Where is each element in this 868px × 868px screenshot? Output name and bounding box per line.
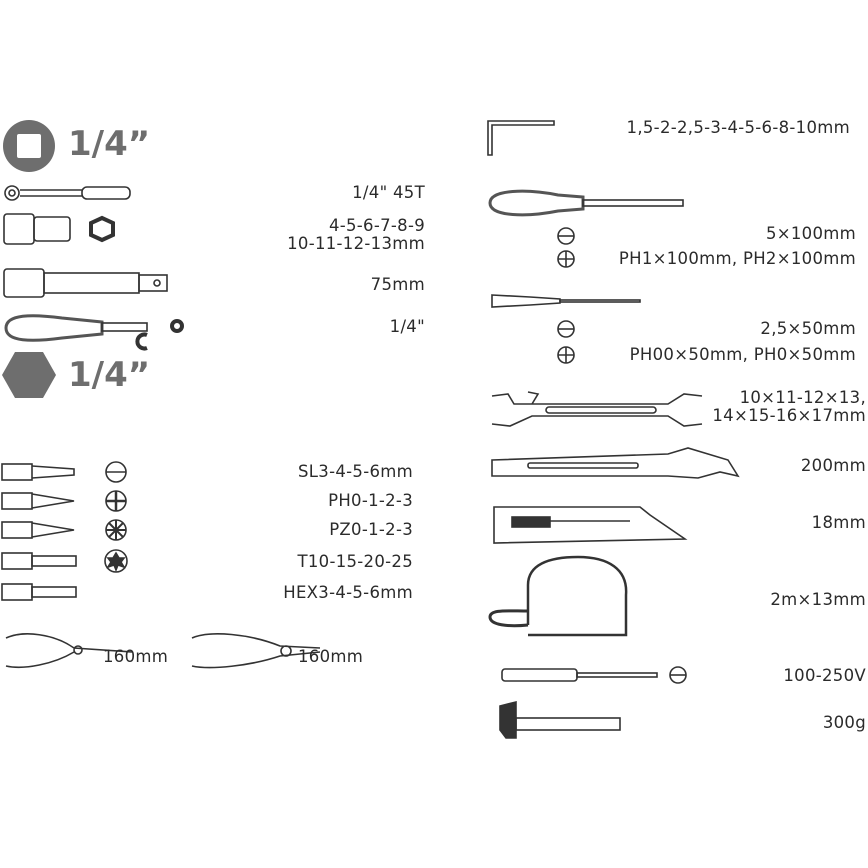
pozidriv-bit-spec: PZ0-1-2-3 — [329, 520, 413, 539]
phillips-icon — [557, 250, 575, 268]
extension-bar-icon — [3, 268, 168, 298]
ratchet-icon — [4, 185, 131, 201]
extension-spec: 75mm — [370, 275, 425, 294]
hammer-spec: 300g — [822, 713, 866, 732]
wrench-spec-line-2: 14×15-16×17mm — [712, 406, 866, 425]
slotted-icon — [557, 320, 575, 338]
socket-spec-line-2: 10-11-12-13mm — [287, 234, 425, 253]
precision-screwdriver-icon — [491, 294, 641, 308]
hex-drive-icon — [2, 352, 56, 398]
hex-key-icon — [487, 120, 555, 156]
utility-knife-spec: 18mm — [811, 513, 866, 532]
slotted-bit-spec: SL3-4-5-6mm — [298, 462, 413, 481]
adjustable-wrench-spec: 200mm — [800, 456, 866, 475]
ratchet-spec: 1/4" 45T — [352, 183, 425, 202]
voltage-tester-icon — [501, 666, 687, 684]
tape-measure-spec: 2m×13mm — [770, 590, 866, 609]
voltage-tester-spec: 100-250V — [783, 666, 866, 685]
hex-bit-icon — [1, 583, 77, 601]
bit-holder-spec: 1/4" — [389, 317, 425, 336]
square-drive-icon — [3, 120, 55, 172]
torx-bit-icon — [1, 549, 128, 573]
socket-drive-size: 1/4” — [68, 124, 151, 164]
phillips-bit-spec: PH0-1-2-3 — [328, 491, 413, 510]
precision-slotted-spec: 2,5×50mm — [760, 319, 856, 338]
long-nose-pliers-icon — [5, 633, 133, 669]
slotted-bit-icon — [1, 461, 127, 483]
socket-spec-line-1: 4-5-6-7-8-9 — [328, 216, 425, 235]
hex-key-spec: 1,5-2-2,5-3-4-5-6-8-10mm — [626, 118, 850, 137]
pozidriv-bit-icon — [1, 519, 127, 541]
tape-measure-icon — [488, 555, 628, 637]
bit-drive-size: 1/4” — [68, 355, 151, 395]
screwdriver-phillips-spec: PH1×100mm, PH2×100mm — [618, 249, 856, 268]
hammer-icon — [499, 700, 621, 739]
phillips-icon — [557, 346, 575, 364]
wrench-spec-line-1: 10×11-12×13, — [739, 388, 866, 407]
adjustable-wrench-icon — [491, 447, 740, 479]
combination-pliers-icon — [191, 633, 321, 669]
open-end-wrench-icon — [491, 391, 703, 427]
socket-icon — [3, 213, 115, 245]
phillips-bit-icon — [1, 490, 127, 512]
torx-bit-spec: T10-15-20-25 — [297, 552, 413, 571]
slotted-icon — [557, 227, 575, 245]
long-nose-pliers-spec: 160mm — [103, 647, 169, 666]
bit-holder-screwdriver-icon — [4, 314, 184, 351]
screwdriver-icon — [488, 189, 684, 217]
combination-pliers-spec: 160mm — [298, 647, 364, 666]
utility-knife-icon — [493, 506, 688, 544]
screwdriver-slotted-spec: 5×100mm — [765, 224, 856, 243]
precision-phillips-spec: PH00×50mm, PH0×50mm — [629, 345, 856, 364]
hex-bit-spec: HEX3-4-5-6mm — [283, 583, 413, 602]
